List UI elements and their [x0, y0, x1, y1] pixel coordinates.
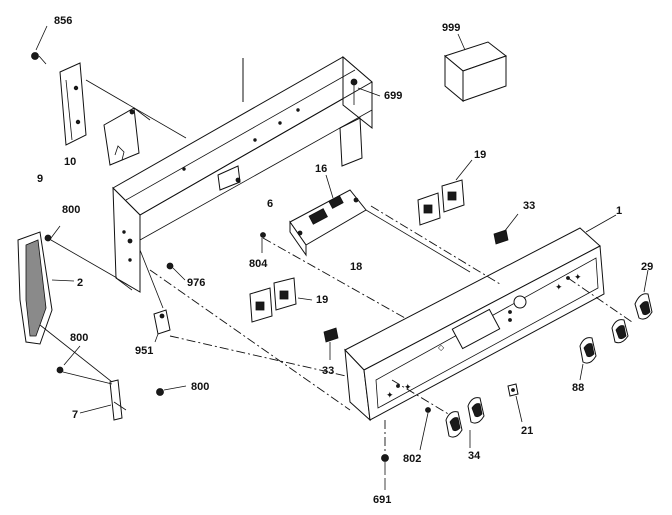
label-9: 9: [37, 173, 43, 185]
svg-text:◇: ◇: [438, 343, 445, 352]
label-976: 976: [187, 277, 205, 289]
label-699: 699: [384, 90, 402, 102]
connector-part-33-left: [323, 327, 339, 360]
label-951: 951: [135, 345, 153, 357]
box-part-999: [443, 33, 508, 103]
bracket-part-10: [103, 107, 151, 166]
screw-804: [260, 232, 406, 319]
back-panel-part-6: [112, 55, 373, 293]
screw-691: [381, 420, 389, 490]
infinite-switches-part-19-upper: [417, 159, 473, 226]
label-804: 804: [249, 258, 268, 270]
knob-part-29: [634, 269, 653, 320]
label-800-middle: 800: [70, 332, 88, 344]
label-18: 18: [350, 261, 362, 273]
label-33-left: 33: [322, 365, 334, 377]
label-34: 34: [468, 450, 481, 462]
screw-856: [31, 25, 48, 65]
knob-part-29-second: [611, 319, 629, 344]
svg-text:✦: ✦: [555, 282, 563, 292]
label-10: 10: [64, 156, 76, 168]
side-trim-part-2: [17, 231, 75, 345]
label-2: 2: [77, 277, 83, 289]
label-691: 691: [373, 494, 391, 506]
knob-part-34: [445, 397, 485, 448]
control-board-part-16: [289, 174, 471, 273]
control-panel-part-1: ✦ ✦ ✦ ✦ ◇: [149, 205, 633, 422]
svg-text:✦: ✦: [386, 390, 394, 400]
clip-951: [153, 309, 356, 379]
label-800-top: 800: [62, 204, 80, 216]
label-19-upper: 19: [474, 149, 486, 161]
label-800-bottom: 800: [191, 381, 209, 393]
svg-text:✦: ✦: [574, 272, 582, 282]
label-33-right: 33: [523, 200, 535, 212]
label-856: 856: [54, 15, 72, 27]
label-802: 802: [403, 453, 421, 465]
label-1: 1: [616, 205, 622, 217]
label-7: 7: [72, 409, 78, 421]
knob-part-88: [579, 337, 597, 381]
label-16: 16: [315, 163, 327, 175]
part-21: [507, 383, 523, 423]
label-88: 88: [572, 382, 584, 394]
label-6: 6: [267, 198, 273, 210]
part-number-labels: 856 9 10 999 699 6 16 19 33 1 800 2 976 …: [37, 15, 653, 506]
label-21: 21: [521, 425, 533, 437]
bracket-part-9: [59, 62, 187, 146]
bracket-part-7: [39, 324, 187, 421]
infinite-switches-part-19-lower: [249, 277, 313, 323]
screw-802: [419, 407, 431, 451]
label-29: 29: [641, 261, 653, 273]
leg-bracket: [44, 225, 186, 309]
label-999: 999: [442, 22, 460, 34]
screw-699: [350, 78, 381, 105]
label-19-lower: 19: [316, 294, 328, 306]
svg-text:✦: ✦: [404, 382, 412, 392]
connector-part-33-right: [493, 213, 519, 245]
